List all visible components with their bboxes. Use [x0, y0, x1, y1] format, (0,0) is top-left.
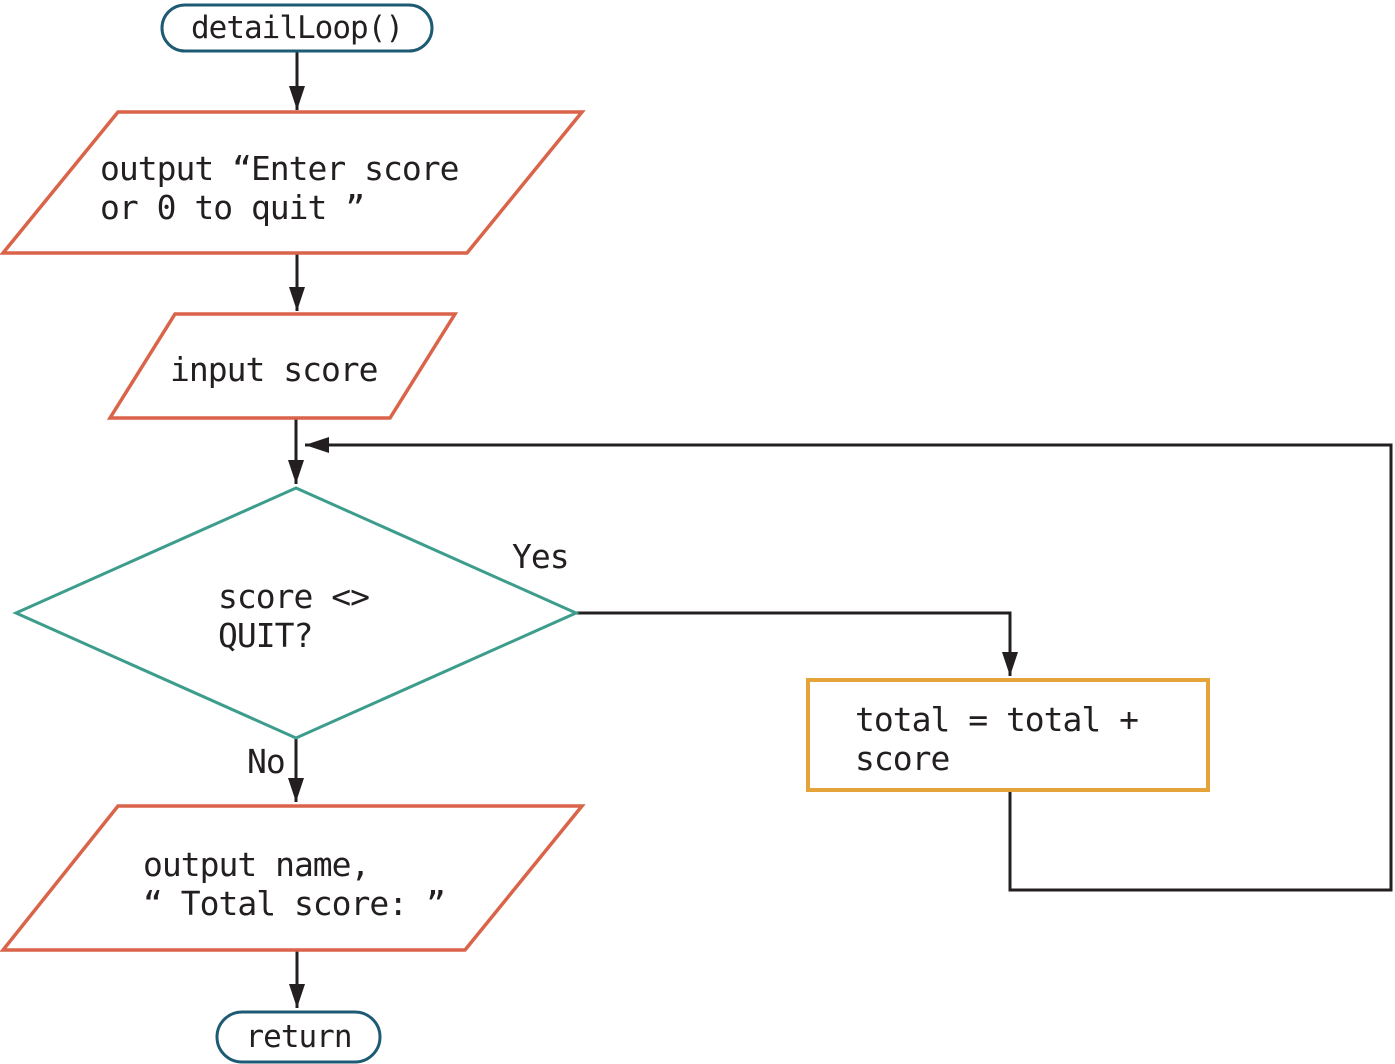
io-output-total-label: output name, “ Total score: ”	[143, 845, 446, 923]
decision-score-quit-shape	[12, 486, 580, 740]
io-output-total-shape	[0, 804, 586, 952]
io-input-score-shape	[106, 312, 459, 420]
arrow-decision-yes-to-process	[576, 611, 1018, 676]
io-output-prompt-label: output “Enter score or 0 to quit ”	[100, 149, 459, 227]
process-total-shape	[806, 678, 1210, 792]
branch-no-label: No	[247, 742, 286, 781]
io-output-prompt-shape	[0, 110, 586, 255]
branch-yes-label: Yes	[512, 537, 570, 576]
decision-score-quit-label: score <> QUIT?	[218, 577, 370, 655]
terminal-return-shape	[215, 1010, 382, 1064]
terminal-start-shape	[160, 3, 434, 53]
io-input-score-label: input score	[170, 350, 379, 389]
arrow-loopback-process-to-decision	[305, 437, 1393, 892]
terminal-start-label: detailLoop()	[191, 10, 404, 46]
process-total-label: total = total + score	[855, 700, 1139, 778]
terminal-return-label: return	[245, 1019, 353, 1055]
